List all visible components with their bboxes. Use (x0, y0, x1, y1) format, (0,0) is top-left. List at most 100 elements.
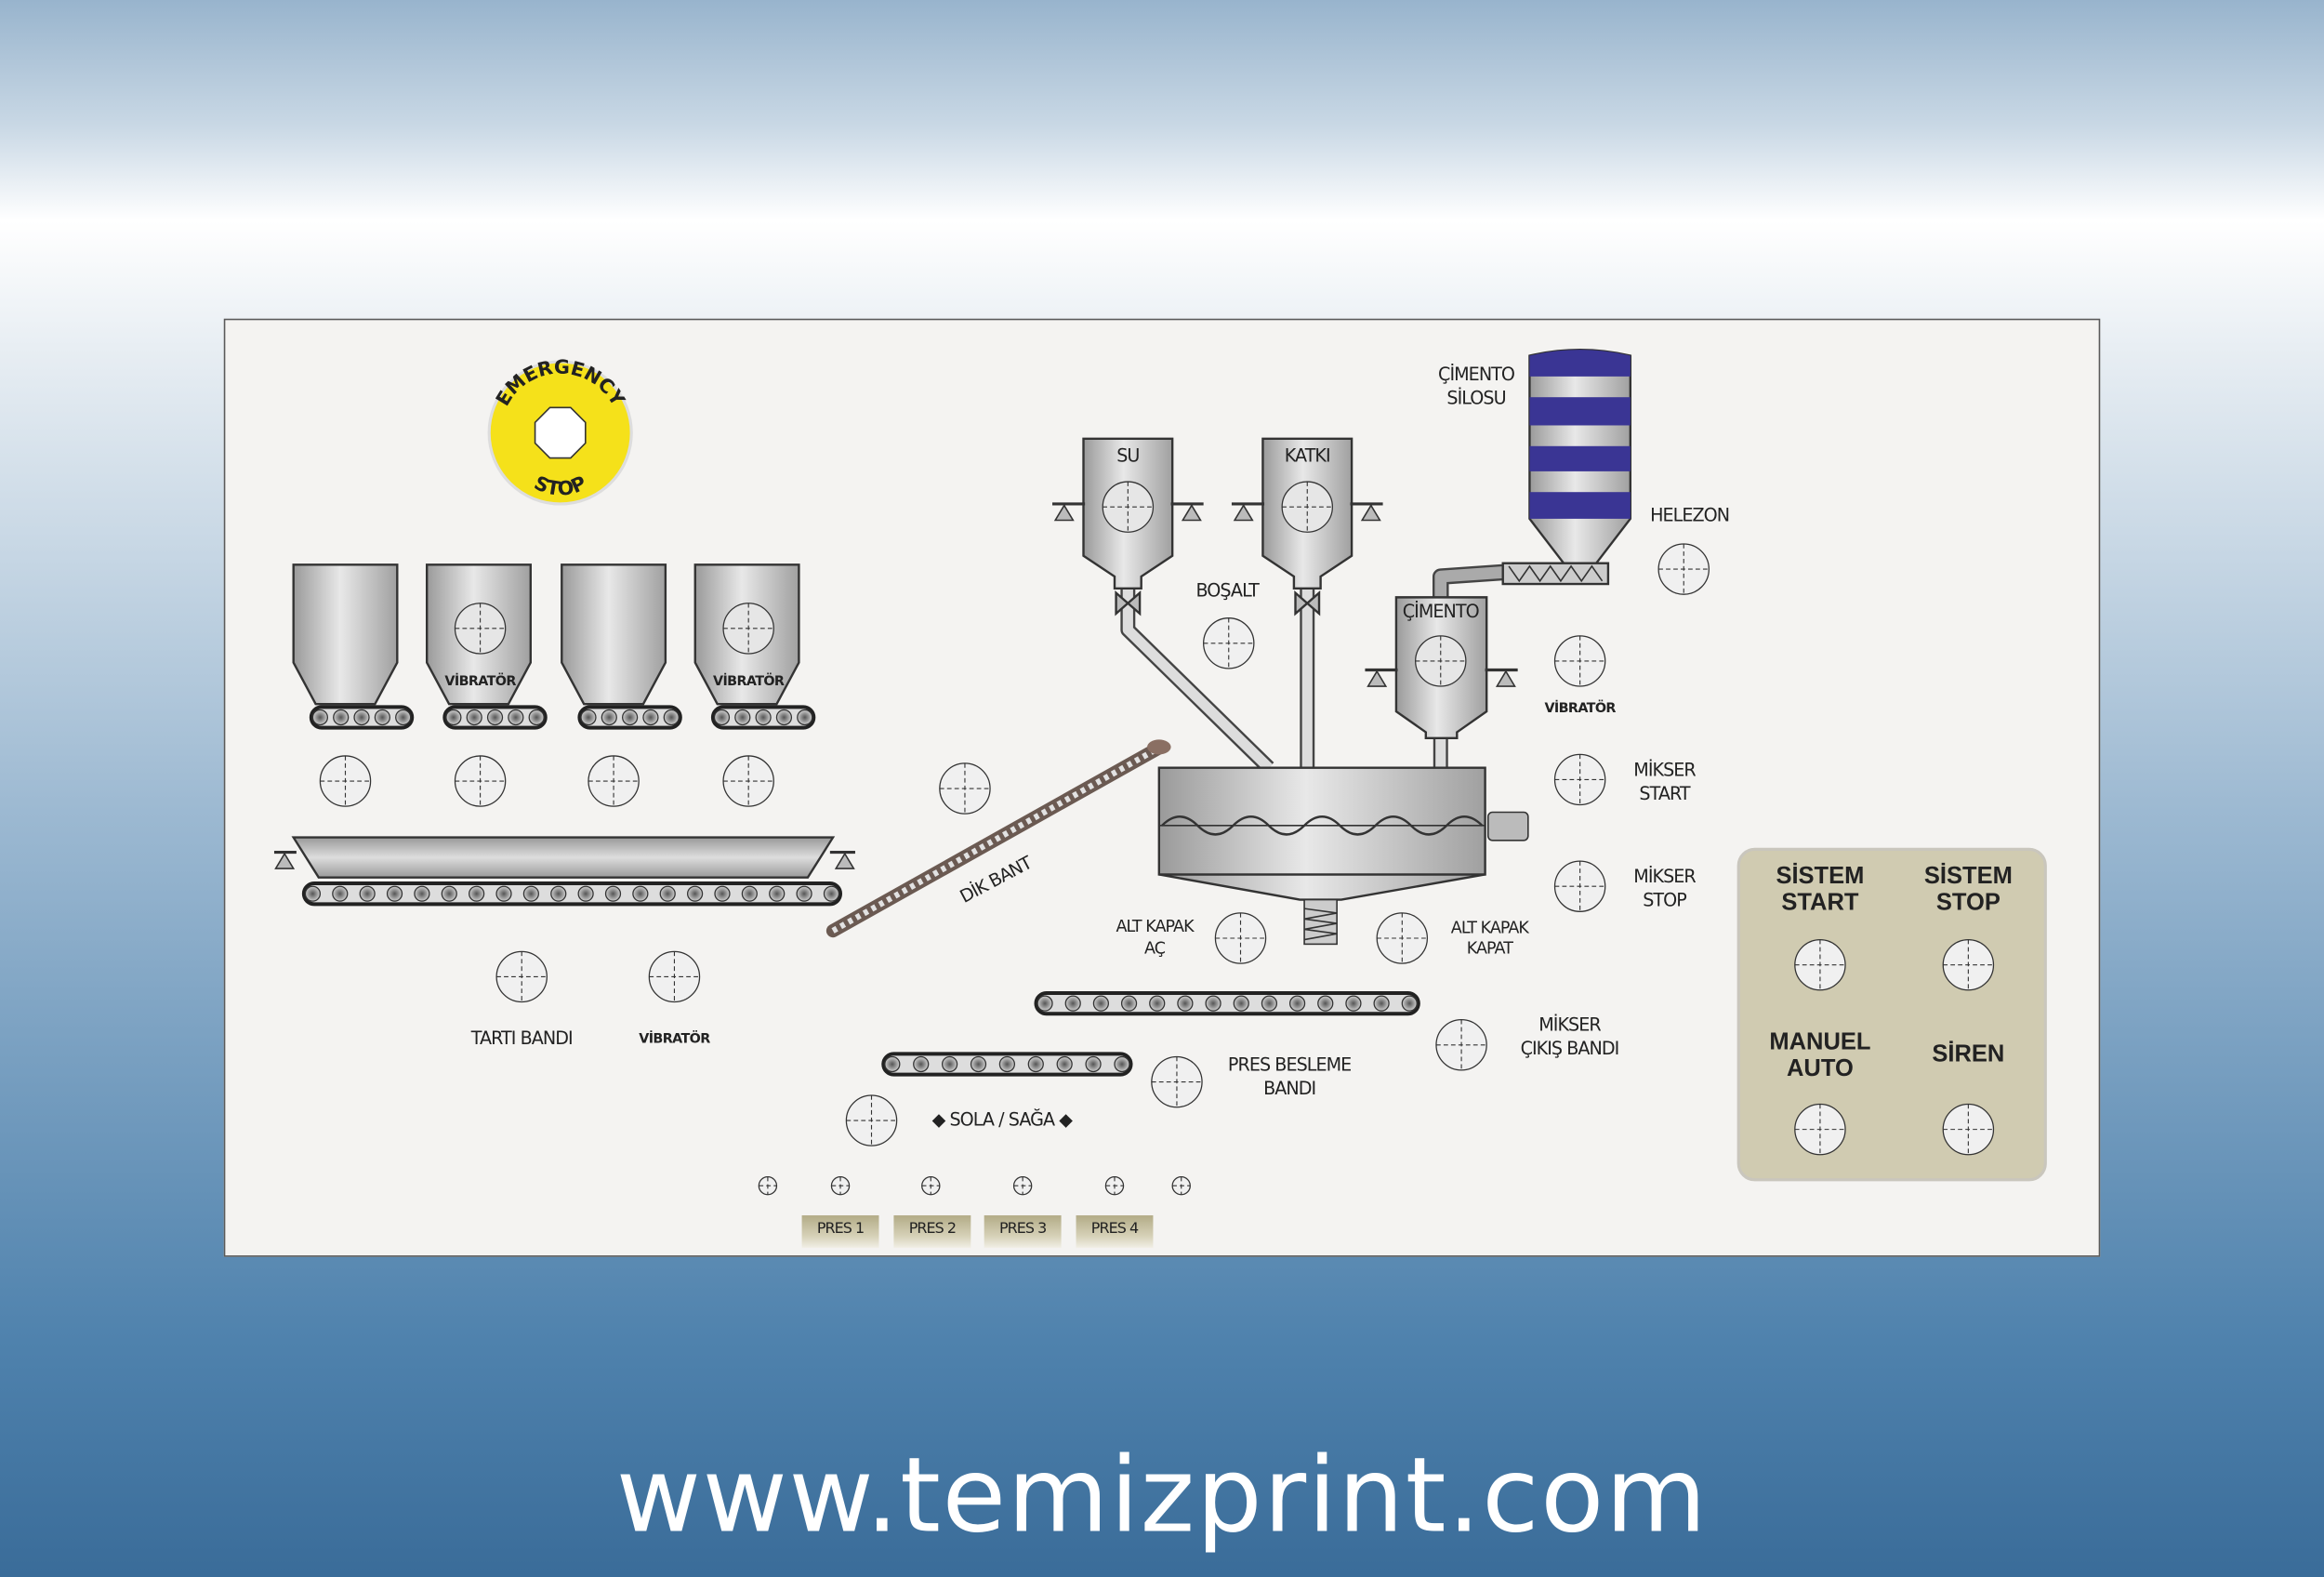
roller (332, 885, 349, 902)
su-scale-indicator[interactable] (1102, 481, 1155, 533)
roller (769, 885, 786, 902)
roller (884, 1055, 901, 1073)
roller (755, 709, 772, 726)
su-tank-label: SU (1116, 444, 1140, 467)
emergency-stop-button[interactable]: EMERGENCY STOP (487, 356, 633, 506)
silo-label-line2: SİLOSU (1446, 387, 1506, 409)
sistem-stop-label-1: SİSTEM (1923, 864, 2013, 890)
roller (797, 709, 813, 726)
roller (580, 709, 597, 726)
hopper-conveyor (442, 705, 548, 730)
mikser-stop-label-2: STOP (1643, 890, 1687, 911)
alt-kapak-kapat-label-1: ALT KAPAK (1450, 918, 1529, 938)
manuel-auto-label-2: AUTO (1787, 1056, 1854, 1082)
mixer (1157, 766, 1529, 946)
su-valve-icon (1115, 590, 1142, 616)
alt-kapak-ac-button[interactable] (1214, 912, 1267, 964)
manuel-auto-label-1: MANUEL (1769, 1029, 1871, 1055)
siren-label: SİREN (1932, 1041, 2005, 1067)
sola-saga-label: ◆ SOLA / SAĞA ◆ (931, 1109, 1073, 1131)
roller (1233, 995, 1249, 1012)
tarti-conveyor (301, 881, 843, 907)
pres-besleme-label-2: BANDI (1263, 1078, 1316, 1099)
tarti-vibrator-button[interactable] (648, 950, 701, 1003)
roller (550, 885, 567, 902)
sola-saga-button[interactable] (845, 1094, 898, 1146)
pres-indicator-6[interactable] (1171, 1175, 1191, 1196)
hopper-2-button[interactable] (454, 755, 507, 807)
roller (1177, 995, 1194, 1012)
hopper-2-vibrator-indicator[interactable] (454, 603, 507, 655)
weighing-hopper (273, 836, 855, 879)
pres-indicator-5[interactable] (1104, 1175, 1125, 1196)
dik-bant-button[interactable] (939, 762, 991, 815)
cimento-tank-label: ÇİMENTO (1402, 601, 1480, 622)
mikser-cikis-button[interactable] (1435, 1019, 1487, 1071)
roller (796, 885, 812, 902)
roller (414, 885, 430, 902)
alt-kapak-ac-label-1: ALT KAPAK (1116, 916, 1194, 936)
pres-indicator-4[interactable] (1012, 1175, 1033, 1196)
roller (714, 885, 731, 902)
pres-indicator-1[interactable] (758, 1175, 778, 1196)
roller (508, 709, 524, 726)
roller (1205, 995, 1221, 1012)
tarti-bandi-label: TARTI BANDI (470, 1027, 574, 1049)
helezon-label: HELEZON (1650, 504, 1730, 526)
bosalt-button[interactable] (1203, 617, 1255, 669)
mikser-start-button[interactable] (1553, 753, 1606, 806)
roller (622, 709, 639, 726)
hopper-1-button[interactable] (319, 755, 372, 807)
roller (970, 1055, 987, 1073)
pres-4-button[interactable]: PRES 4 (1076, 1215, 1154, 1249)
roller (734, 709, 751, 726)
hopper-conveyor (577, 705, 682, 730)
roller (775, 709, 793, 726)
mikser-cikis-label-1: MİKSER (1538, 1014, 1601, 1036)
alt-kapak-kapat-button[interactable] (1376, 912, 1429, 964)
mikser-stop-label-1: MİKSER (1633, 866, 1696, 888)
hopper4-vibrator-label: VİBRATÖR (712, 675, 785, 691)
tarti-bandi-button[interactable] (495, 950, 548, 1003)
tarti-vibrator-label: VİBRATÖR (639, 1032, 710, 1048)
sistem-stop-label-2: STOP (1935, 890, 2000, 917)
roller (1373, 995, 1390, 1012)
pres-besleme-button[interactable] (1151, 1055, 1203, 1108)
alt-kapak-kapat-label-2: KAPAT (1466, 938, 1513, 959)
footer-url[interactable]: www.temizprint.com (615, 1434, 1709, 1557)
helezon-button[interactable] (1657, 543, 1710, 595)
hopper-4-button[interactable] (722, 755, 774, 807)
mikser-cikis-conveyor (1034, 990, 1420, 1016)
roller (942, 1055, 958, 1073)
roller (604, 885, 622, 902)
roller (1092, 995, 1110, 1012)
katki-tank-label: KATKI (1284, 444, 1331, 467)
sistem-start-label-1: SİSTEM (1776, 864, 1865, 890)
hopper-conveyor (309, 705, 415, 730)
roller (445, 709, 462, 726)
roller (577, 885, 594, 902)
hopper-4-vibrator-indicator[interactable] (722, 603, 774, 655)
roller (486, 709, 504, 726)
pres-indicator-3[interactable] (921, 1175, 941, 1196)
mixer-motor-icon (1486, 811, 1529, 842)
roller (741, 885, 758, 902)
roller (359, 885, 376, 902)
inclined-conveyor (825, 739, 1171, 938)
mikser-stop-button[interactable] (1553, 860, 1606, 912)
cimento-vibrator-button[interactable] (1553, 635, 1606, 687)
roller (1149, 995, 1166, 1012)
roller (353, 709, 370, 726)
pres-1-button[interactable]: PRES 1 (801, 1215, 879, 1249)
roller (469, 885, 485, 902)
cimento-scale-indicator[interactable] (1415, 635, 1467, 687)
katki-scale-indicator[interactable] (1281, 481, 1334, 533)
system-control-box (1736, 847, 2047, 1182)
pres-2-button[interactable]: PRES 2 (893, 1215, 971, 1249)
roller (1085, 1055, 1102, 1073)
pres-3-button[interactable]: PRES 3 (984, 1215, 1062, 1249)
pres-indicator-2[interactable] (830, 1175, 851, 1196)
hopper-3-button[interactable] (588, 755, 640, 807)
roller (466, 709, 482, 726)
roller (713, 709, 731, 726)
